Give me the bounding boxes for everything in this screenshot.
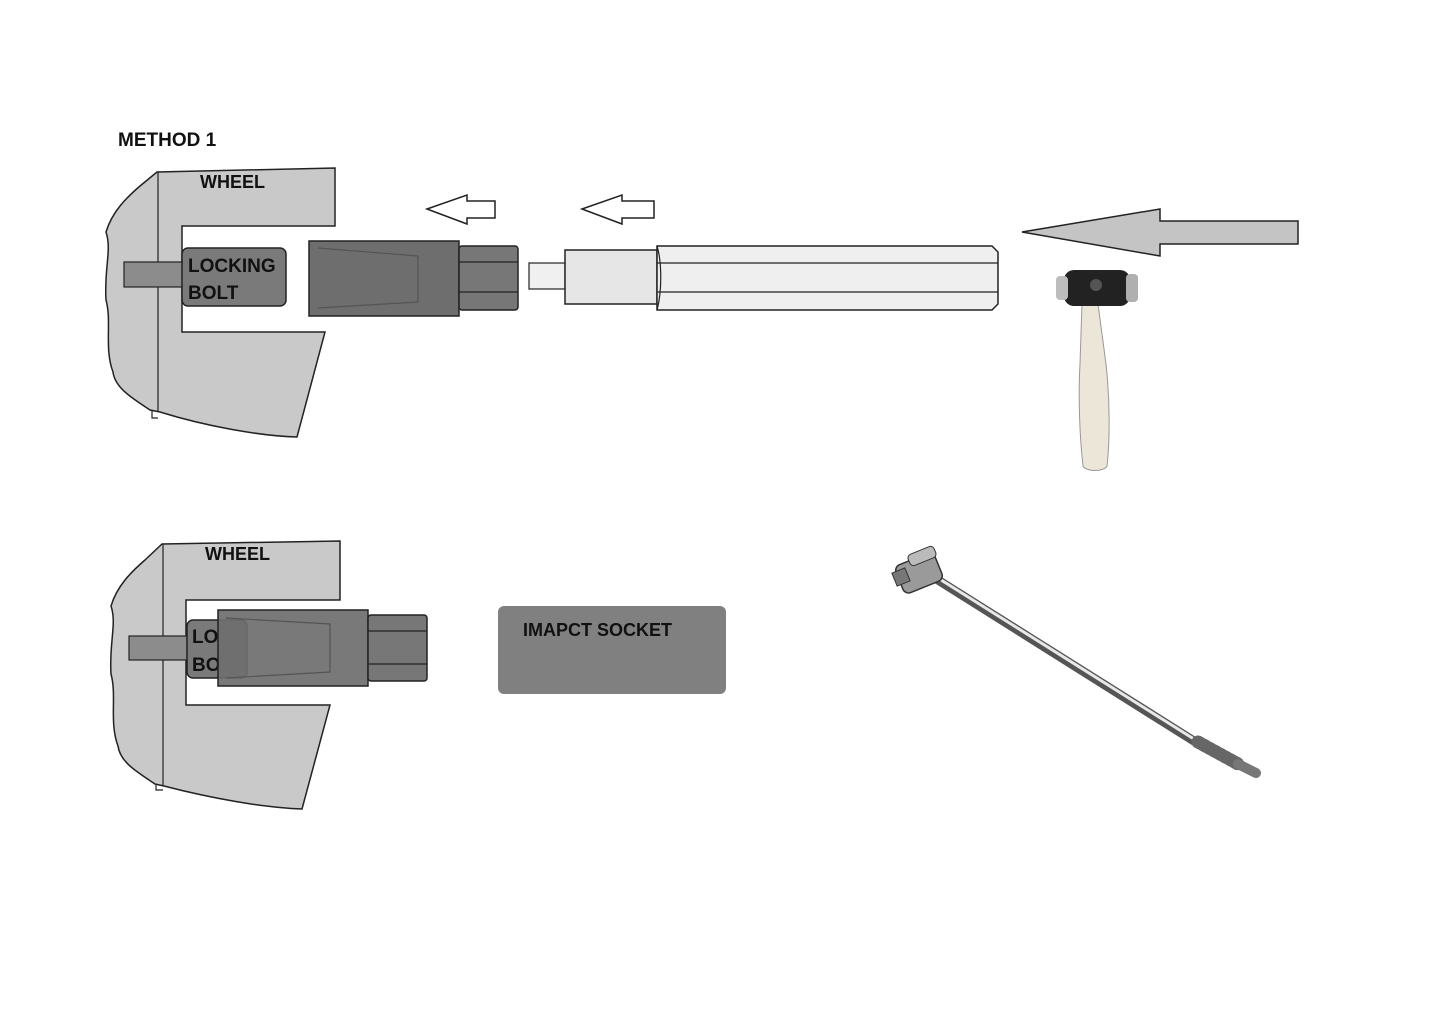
bottom-wheel-section — [109, 540, 341, 810]
top-socket-taper — [317, 247, 419, 309]
top-extension-body — [656, 245, 999, 311]
top-extension-collar — [564, 249, 658, 305]
bottom-wheel-tick — [155, 784, 163, 791]
bottom-socket-taper — [225, 617, 331, 679]
breaker-bar-icon — [891, 545, 1261, 778]
top-socket-hex — [458, 245, 519, 311]
bottom-socket-body — [217, 609, 369, 687]
bottom-bolt-label-line2: BO — [192, 655, 221, 676]
hammer-face-right — [1126, 274, 1138, 302]
breaker-bar-shaft — [925, 570, 1210, 753]
breaker-bar-tip — [1233, 759, 1261, 778]
bottom-wheel-label: WHEEL — [205, 544, 270, 564]
top-wheel-label: WHEEL — [200, 172, 265, 192]
hammer-icon — [1056, 270, 1138, 471]
top-extension-drive — [528, 262, 566, 290]
top-stud — [123, 261, 187, 288]
method-title: METHOD 1 — [118, 130, 217, 151]
top-socket-body — [308, 240, 460, 317]
top-locking-bolt — [181, 247, 287, 307]
breaker-bar-grip — [1191, 735, 1247, 772]
top-bolt-label-line1: LOCKING — [188, 256, 276, 277]
arrow-left-icon — [579, 193, 655, 226]
breaker-bar-knuckle — [907, 545, 937, 567]
bottom-stud — [128, 635, 192, 661]
hammer-handle — [1078, 300, 1110, 471]
bottom-socket-hex — [367, 614, 428, 682]
top-wheel-tick — [151, 410, 158, 419]
hammer-face-left — [1056, 276, 1068, 300]
top-extension-end — [656, 245, 662, 311]
bottom-assembly: WHEEL LO BO IMAPCT SOCKET — [109, 540, 1261, 810]
hammer-badge — [1090, 279, 1102, 291]
top-assembly: WHEEL LOCKING BOLT — [104, 167, 1299, 471]
top-bolt-label-line2: BOLT — [188, 283, 239, 304]
top-wheel-section — [104, 167, 336, 438]
arrow-left-icon — [1021, 208, 1299, 257]
breaker-bar-drive — [891, 567, 911, 587]
bottom-bolt-label-line1: LO — [192, 627, 218, 648]
impact-socket-callout — [498, 606, 726, 694]
breaker-bar-shaft-highlight — [928, 571, 1207, 748]
arrow-left-icon — [424, 193, 496, 226]
impact-socket-callout-label: IMAPCT SOCKET — [523, 620, 672, 640]
